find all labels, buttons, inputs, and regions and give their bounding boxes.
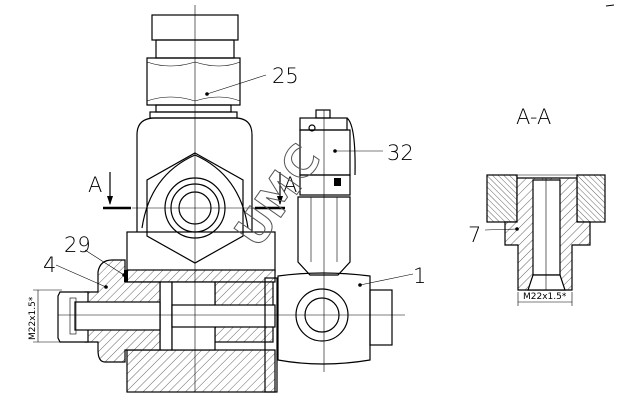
section-mark-right: A xyxy=(283,173,297,197)
corner-mark xyxy=(605,4,615,7)
lower-section xyxy=(126,269,278,393)
dimension-section-text: M22x1.5* xyxy=(523,292,567,302)
section-marks: A A xyxy=(88,172,297,210)
label-25: 25 xyxy=(272,64,299,88)
watermark: UMC xyxy=(225,135,331,256)
label-29: 29 xyxy=(64,233,91,257)
section-title: A-A xyxy=(516,105,551,129)
center-lines xyxy=(58,5,405,392)
dimension-left-text: M22x1.5* xyxy=(28,296,38,340)
part-25-fitting xyxy=(146,14,241,119)
part-labels: 25 32 29 4 1 xyxy=(43,64,426,289)
label-7: 7 xyxy=(468,223,481,247)
part-32-valve xyxy=(297,109,356,276)
label-32: 32 xyxy=(387,141,414,165)
section-mark-left: A xyxy=(88,173,102,197)
section-a-a: A-A M22x1.5* 7 xyxy=(468,105,606,306)
label-4: 4 xyxy=(43,253,56,277)
part-4-fitting xyxy=(57,259,161,363)
part-1-block xyxy=(277,272,393,365)
label-1: 1 xyxy=(413,264,426,288)
dimension-left: M22x1.5* xyxy=(28,289,62,343)
